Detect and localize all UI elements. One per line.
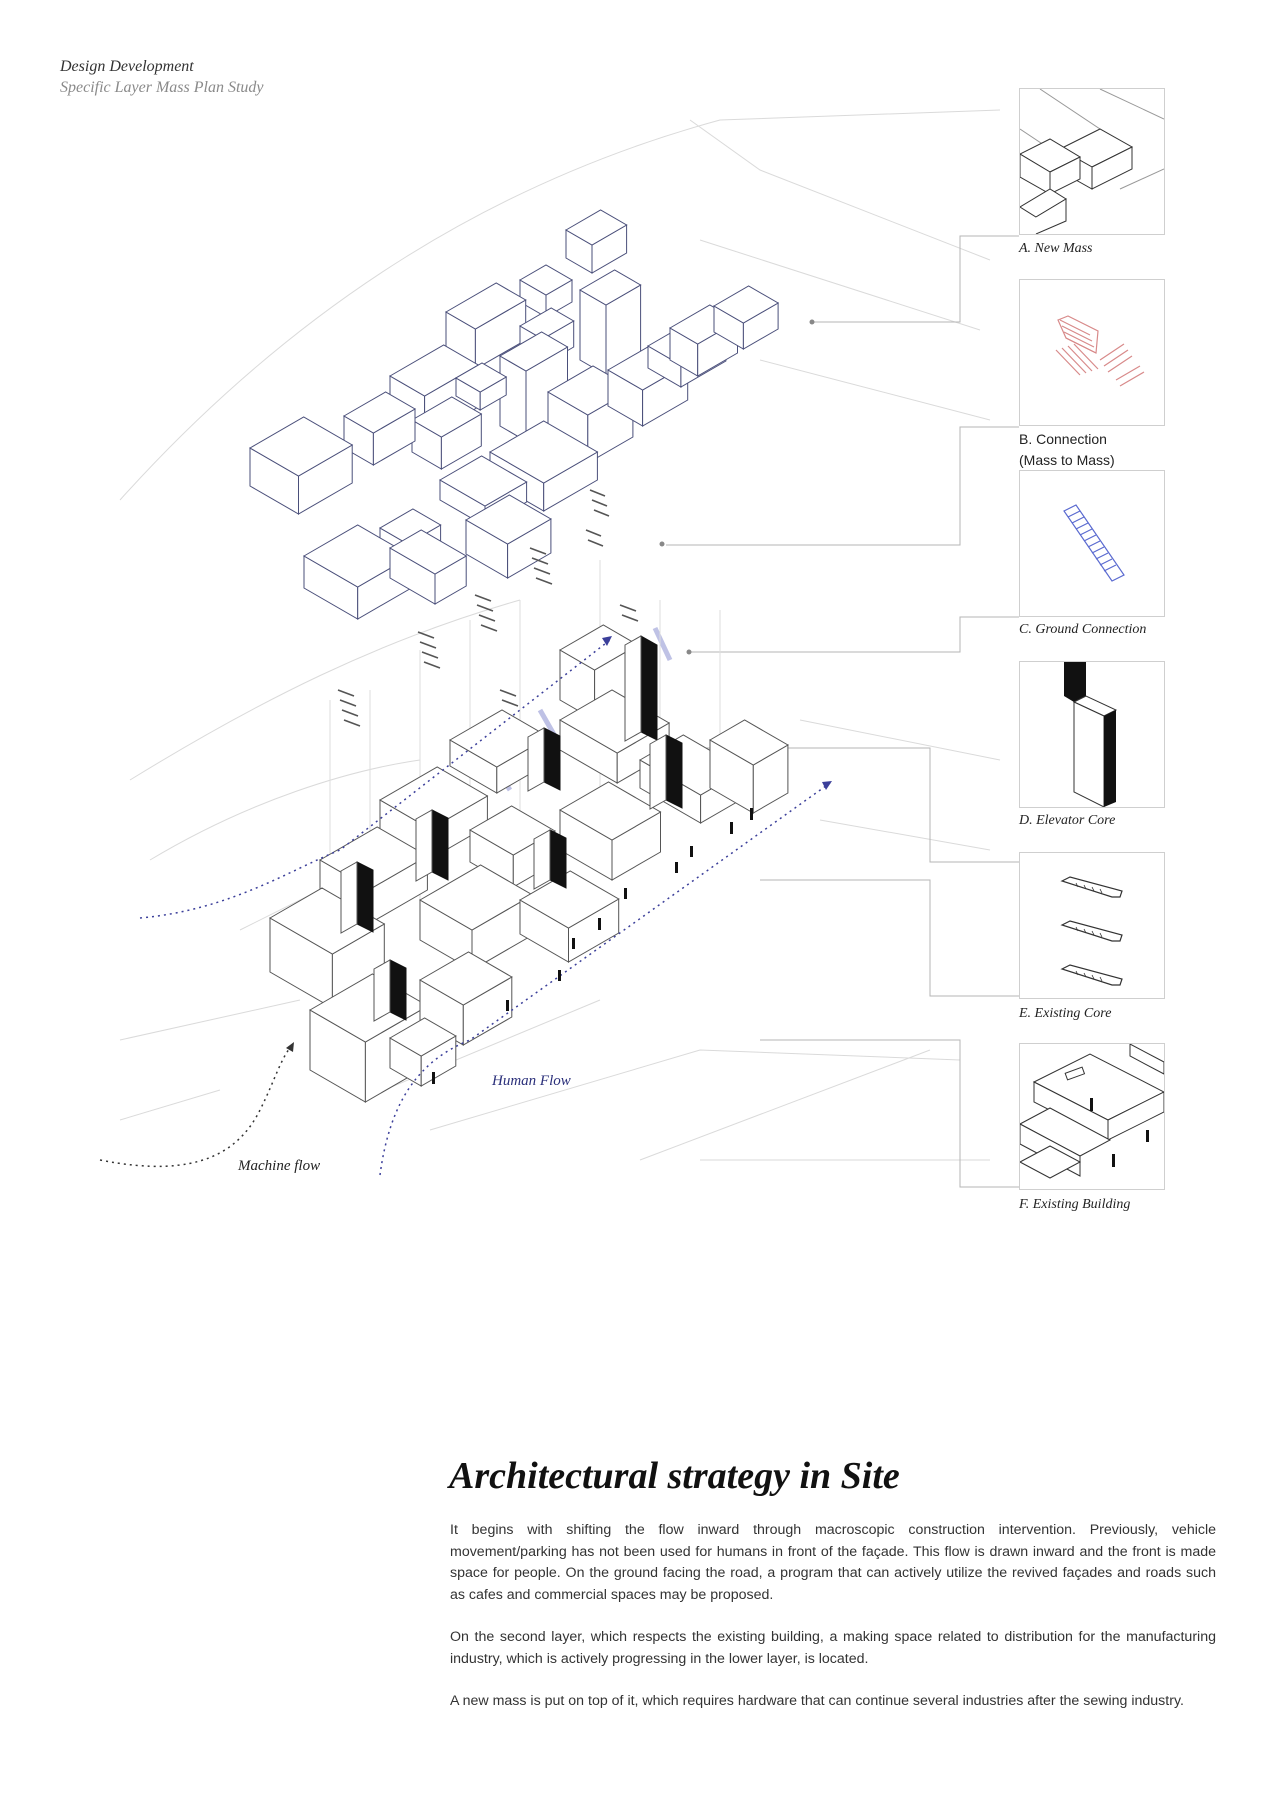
legend-caption-ground-connection: C. Ground Connection [1019,622,1147,637]
human-flow-label: Human Flow [492,1073,571,1089]
new-mass-block [343,391,416,466]
header-subtitle: Specific Layer Mass Plan Study [60,79,264,96]
existing-building-block [418,951,513,1046]
new-mass-block [248,416,354,515]
legend-panel-existing-core [1019,852,1165,999]
legend-panel-connection [1019,279,1165,426]
legend-caption-new-mass: A. New Mass [1019,241,1093,256]
legend-caption-existing-core: E. Existing Core [1019,1006,1112,1021]
legend-leader-lines [659,235,1019,1188]
connection-stairs [337,489,639,727]
legend-panel-ground-connection [1019,470,1165,617]
new-mass-block [518,264,574,318]
site-context-lines [119,109,1001,1161]
header-title: Design Development [60,58,194,75]
human-flow-lines [139,639,831,1176]
existing-building-cluster [268,624,789,1103]
machine-flow-label: Machine flow [238,1158,321,1174]
new-mass-block [464,494,552,579]
existing-building-block [519,870,620,963]
article-body: It begins with shifting the flow inward … [450,1520,1216,1734]
people-figures [432,808,753,1084]
new-mass-thumbnail [1020,89,1164,234]
article-title: Architectural strategy in Site [449,1455,900,1497]
elevator-core-thumbnail [1064,662,1118,807]
ground-connection-thumbnail [1063,504,1125,582]
axonometric-site-diagram [99,109,1019,1188]
article-paragraph: A new mass is put on top of it, which re… [450,1693,1184,1709]
new-mass-block [455,362,508,411]
article-paragraph: On the second layer, which respects the … [450,1629,1216,1667]
existing-building-thumbnail [1020,1044,1164,1179]
existing-building-block [709,719,789,814]
legend-caption-existing-building: F. Existing Building [1019,1197,1131,1212]
connection-thumbnail [1055,315,1145,387]
machine-flow-arrowhead [286,1042,294,1052]
new-mass-block [411,396,483,470]
new-mass-block [713,285,780,350]
machine-flow-line [99,1044,293,1168]
flow-arrowheads [602,636,832,790]
article-paragraph: It begins with shifting the flow inward … [450,1522,1216,1603]
new-mass-block [389,529,468,605]
existing-core-thumbnail [1060,876,1123,986]
legend-panel-existing-building [1019,1043,1165,1190]
new-mass-cluster [248,209,780,620]
existing-building-block [558,781,662,881]
legend-caption-elevator-core: D. Elevator Core [1019,813,1116,828]
new-mass-block [565,209,628,274]
legend-caption-connection: B. Connection (Mass to Mass) [1019,431,1115,468]
elevator-core-sides [340,635,667,1022]
legend-panel-new-mass [1019,88,1165,235]
existing-building-block [389,1017,457,1087]
legend-panel-elevator-core [1019,661,1165,808]
